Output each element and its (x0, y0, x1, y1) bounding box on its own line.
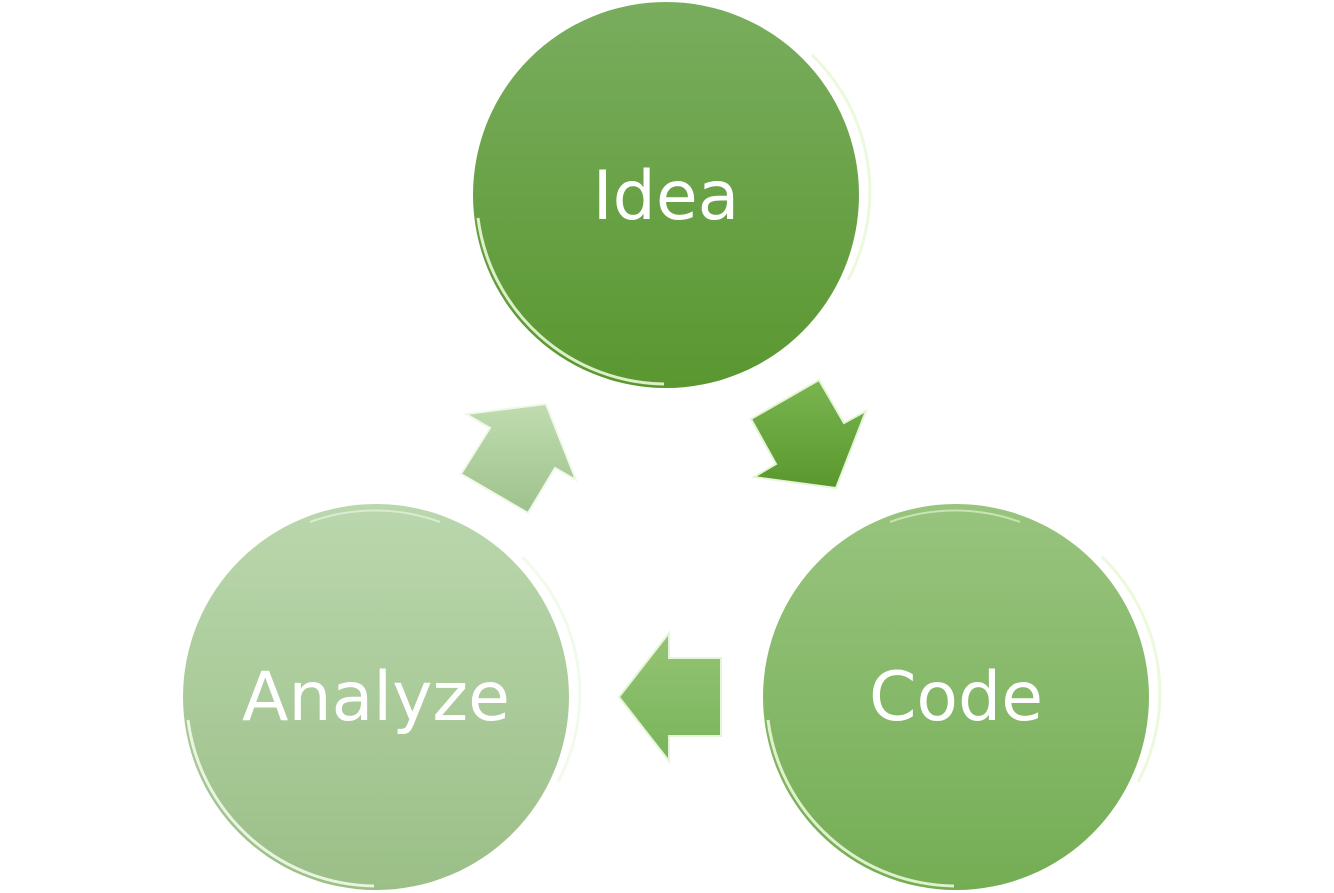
arrow-idea-to-code (749, 378, 868, 490)
node-label: Idea (593, 157, 740, 236)
node-label: Code (869, 658, 1043, 737)
node-circle (473, 2, 859, 388)
node-idea: Idea (473, 2, 872, 388)
node-rim-highlight (309, 509, 441, 523)
node-rim-highlight (186, 719, 375, 888)
arrow-shape (459, 402, 578, 515)
node-rim-highlight (766, 719, 955, 888)
node-rim-highlight (476, 217, 665, 386)
arrow-shape (617, 630, 722, 764)
node-code: Code (763, 504, 1162, 890)
node-rim-highlight (889, 509, 1021, 523)
arrow-code-to-analyze (617, 630, 722, 764)
node-rim-highlight (810, 53, 872, 281)
arrow-analyze-to-idea (459, 402, 578, 515)
arrow-shape (749, 378, 868, 490)
node-circle (183, 504, 569, 890)
node-label: Analyze (242, 658, 510, 737)
node-analyze: Analyze (183, 504, 582, 890)
node-circle (763, 504, 1149, 890)
node-rim-highlight (520, 555, 582, 783)
node-rim-highlight (1100, 555, 1162, 783)
